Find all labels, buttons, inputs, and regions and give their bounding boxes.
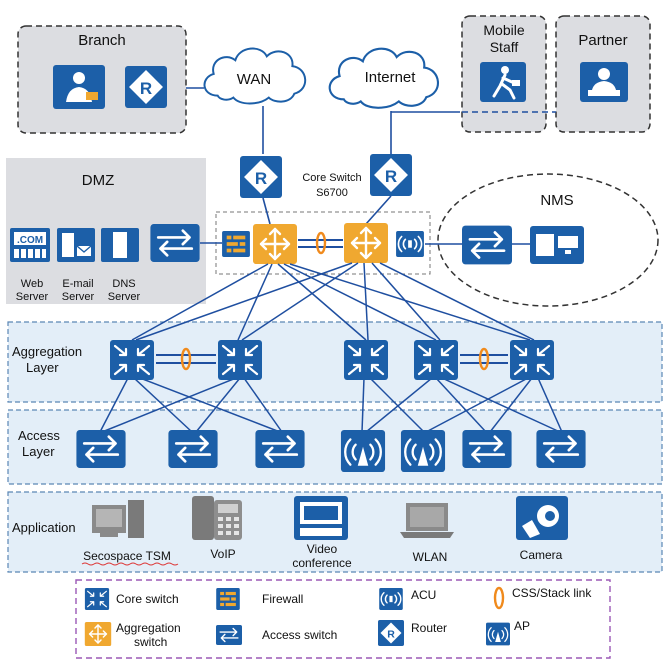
- access-ap-2-icon: [400, 430, 446, 472]
- aggregation-layer-label-2: Layer: [26, 360, 59, 375]
- camera-label: Camera: [520, 548, 563, 562]
- dns-server-label-2: Server: [108, 291, 141, 303]
- aggregation-switch-1-icon: [108, 340, 156, 380]
- branch-user-icon: [53, 65, 105, 109]
- legend-acu-label: ACU: [411, 588, 436, 602]
- aggregation-switch-4-icon: [412, 340, 460, 380]
- acu-icon: [395, 231, 425, 257]
- partner-label: Partner: [578, 32, 627, 49]
- wan-router-icon: [240, 156, 282, 198]
- tsm-label: Secospace TSM: [83, 549, 171, 563]
- tsm-computer-icon: [92, 500, 144, 538]
- aggregation-css-link-1: [156, 347, 216, 371]
- dns-server-label-1: DNS: [112, 278, 135, 290]
- access-ap-1-icon: [340, 430, 386, 472]
- aggregation-switch-3-icon: [342, 340, 390, 380]
- legend-ap-label: AP: [514, 619, 530, 633]
- video-label-1: Video: [307, 542, 338, 556]
- partner-icon: [580, 62, 628, 102]
- access-switch-2-icon: [168, 430, 218, 468]
- web-server-icon: .COM: [10, 228, 50, 262]
- nms-access-switch-icon: [462, 225, 512, 265]
- dmz-access-switch-icon: [150, 224, 200, 262]
- legend-aggregation-switch-icon: [84, 622, 112, 646]
- wlan-label: WLAN: [413, 550, 448, 564]
- aggregation-switch-5-icon: [508, 340, 556, 380]
- core-switch-1-icon: [252, 224, 298, 264]
- access-switch-4-icon: [462, 430, 512, 468]
- legend-access-switch-icon: [216, 624, 242, 646]
- application-layer-label: Application: [12, 520, 76, 535]
- branch-label: Branch: [78, 32, 126, 49]
- mobile-staff-label-1: Mobile: [483, 22, 524, 38]
- legend-css-stack-label: CSS/Stack link: [512, 586, 592, 600]
- web-server-label-1: Web: [21, 278, 43, 290]
- aggregation-switch-2-icon: [216, 340, 264, 380]
- access-switch-5-icon: [536, 430, 586, 468]
- core-switch-label-1: Core Switch: [302, 172, 361, 184]
- camera-icon: [516, 496, 568, 540]
- legend-access-switch-label: Access switch: [262, 628, 337, 642]
- legend-aggregation-label-1: Aggregation: [116, 621, 181, 635]
- access-switch-3-icon: [255, 430, 305, 468]
- legend-router-label: Router: [411, 621, 447, 635]
- internet-router-icon: [370, 154, 412, 196]
- branch-router-icon: [125, 66, 167, 108]
- access-switch-1-icon: [76, 430, 126, 468]
- legend-css-stack-icon: [493, 586, 505, 610]
- aggregation-css-link-2: [460, 347, 508, 371]
- mobile-staff-icon: [480, 62, 526, 102]
- internet-label: Internet: [365, 69, 417, 86]
- core-switch-label-2: S6700: [316, 187, 348, 199]
- spellcheck-underline: [81, 562, 179, 566]
- wan-label: WAN: [237, 71, 271, 88]
- video-label-2: conference: [292, 556, 352, 570]
- email-server-icon: [57, 228, 95, 262]
- aggregation-layer-band: [7, 321, 663, 403]
- legend-router-icon: [378, 620, 404, 646]
- legend-box: [75, 579, 611, 659]
- nms-server-icon: [530, 226, 584, 264]
- video-conference-icon: [294, 496, 348, 540]
- legend-core-switch-icon: [84, 588, 110, 610]
- firewall-icon: [222, 231, 250, 257]
- legend-ap-icon: [486, 622, 510, 646]
- core-css-link: [298, 231, 343, 255]
- legend-aggregation-label-2: switch: [134, 635, 167, 649]
- wlan-laptop-icon: [400, 503, 454, 538]
- web-server-label-2: Server: [16, 291, 49, 303]
- mobile-staff-label-2: Staff: [490, 39, 519, 55]
- legend-core-switch-label: Core switch: [116, 592, 179, 606]
- email-server-label-2: Server: [62, 291, 95, 303]
- svg-text:.COM: .COM: [17, 235, 43, 246]
- top-links: [186, 87, 556, 154]
- legend-firewall-icon: [216, 588, 240, 610]
- access-layer-label-2: Layer: [22, 444, 55, 459]
- dmz-label: DMZ: [82, 172, 115, 189]
- nms-label: NMS: [540, 192, 573, 209]
- aggregation-access-links: [99, 377, 563, 433]
- core-aggregation-links: [131, 262, 535, 341]
- aggregation-layer-label-1: Aggregation: [12, 344, 82, 359]
- dns-server-icon: [101, 228, 139, 262]
- voip-phone-icon: [192, 496, 242, 540]
- legend-acu-icon: [378, 588, 404, 610]
- voip-label: VoIP: [210, 547, 235, 561]
- legend-firewall-label: Firewall: [262, 592, 303, 606]
- access-layer-label-1: Access: [18, 428, 60, 443]
- core-switch-2-icon: [343, 223, 389, 263]
- email-server-label-1: E-mail: [62, 278, 93, 290]
